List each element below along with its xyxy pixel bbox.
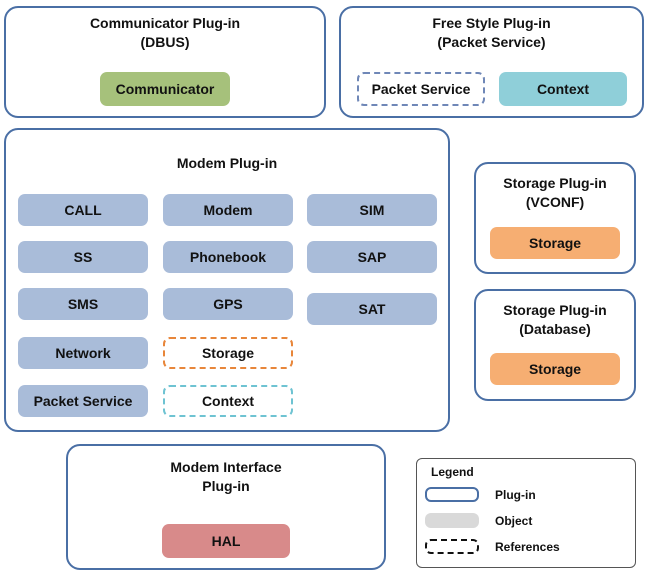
modem-object-sat: SAT bbox=[307, 293, 437, 325]
legend-references-label: References bbox=[495, 540, 560, 554]
legend-plugin-swatch bbox=[425, 487, 479, 502]
modem-plugin-title: Modem Plug-in bbox=[176, 155, 278, 171]
modem-object-call: CALL bbox=[18, 194, 148, 226]
modem-object-sap: SAP bbox=[307, 241, 437, 273]
legend-object-swatch bbox=[425, 513, 479, 528]
hal-object: HAL bbox=[162, 524, 290, 558]
storage-db-plugin: Storage Plug-in (Database) Storage bbox=[474, 289, 636, 401]
storage-vconf-object: Storage bbox=[490, 227, 620, 259]
modem-object-ss: SS bbox=[18, 241, 148, 273]
freestyle-context-object: Context bbox=[499, 72, 627, 106]
modem-object-modem: Modem bbox=[163, 194, 293, 226]
storage-db-object: Storage bbox=[490, 353, 620, 385]
storage-vconf-plugin: Storage Plug-in (VCONF) Storage bbox=[474, 162, 636, 274]
modem-object-network: Network bbox=[18, 337, 148, 369]
communicator-object: Communicator bbox=[100, 72, 230, 106]
modem-object-gps: GPS bbox=[163, 288, 293, 320]
modem-object-phonebook: Phonebook bbox=[163, 241, 293, 273]
storage-vconf-plugin-title: Storage Plug-in (VCONF) bbox=[503, 175, 607, 210]
modem-object-packet-service: Packet Service bbox=[18, 385, 148, 417]
modem-storage-reference: Storage bbox=[163, 337, 293, 369]
modem-interface-plugin-title: Modem Interface Plug-in bbox=[170, 459, 282, 494]
legend-object-label: Object bbox=[495, 514, 533, 528]
storage-db-plugin-title: Storage Plug-in (Database) bbox=[503, 302, 607, 337]
communicator-plugin-title: Communicator Plug-in (DBUS) bbox=[89, 15, 241, 50]
modem-interface-plugin: Modem Interface Plug-in HAL bbox=[66, 444, 386, 570]
modem-context-reference: Context bbox=[163, 385, 293, 417]
modem-object-sim: SIM bbox=[307, 194, 437, 226]
communicator-plugin: Communicator Plug-in (DBUS) Communicator bbox=[4, 6, 326, 118]
freestyle-packet-service-reference: Packet Service bbox=[357, 72, 485, 106]
freestyle-plugin-title: Free Style Plug-in (Packet Service) bbox=[432, 15, 551, 50]
legend-references-swatch bbox=[425, 539, 479, 554]
freestyle-plugin: Free Style Plug-in (Packet Service) Pack… bbox=[339, 6, 644, 118]
modem-plugin: Modem Plug-in CALL Modem SIM SS Phoneboo… bbox=[4, 128, 450, 432]
legend-title: Legend bbox=[431, 465, 474, 479]
modem-object-sms: SMS bbox=[18, 288, 148, 320]
legend: Legend Plug-in Object References bbox=[416, 458, 636, 568]
legend-plugin-label: Plug-in bbox=[495, 488, 536, 502]
